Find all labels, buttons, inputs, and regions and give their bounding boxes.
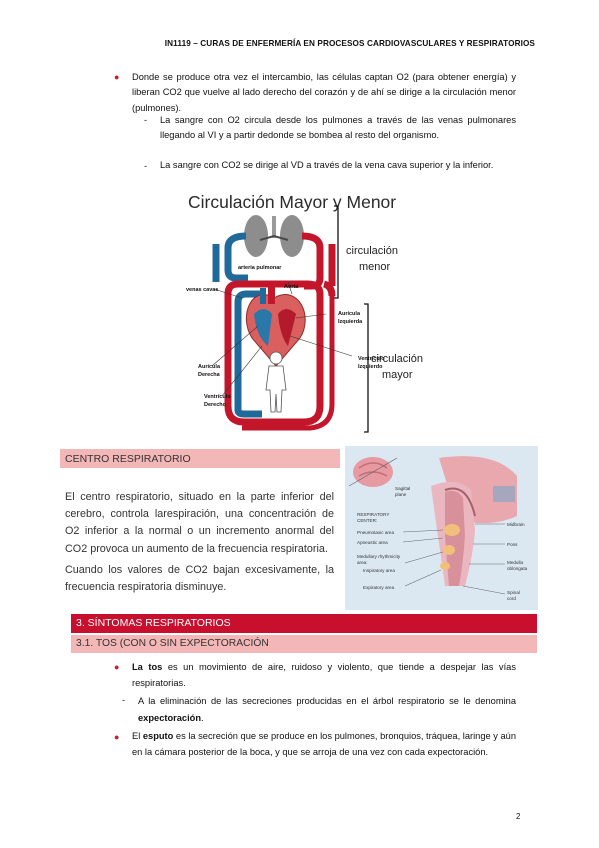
- bullet-marker: ●: [114, 72, 120, 82]
- label-respiratory-center-2: CENTER:: [357, 518, 377, 523]
- label-midbrain: Midbrain: [507, 522, 525, 527]
- tos-text: es un movimiento de aire, ruidoso y viol…: [132, 662, 516, 688]
- label-inspiratory: Inspiratory area: [363, 568, 395, 573]
- label-circulacion-mayor-2: mayor: [382, 369, 413, 381]
- label-auricula-izquierda: Aurícula: [338, 311, 361, 317]
- label-arteria-pulmonar: arteria pulmonar: [238, 265, 282, 271]
- label-ventriculo-derecho: Ventrículo: [204, 394, 231, 400]
- label-medullary-2: area:: [357, 560, 367, 565]
- label-aorta: Aorta: [284, 284, 299, 290]
- label-pons: Pons: [507, 542, 518, 547]
- brain-thumbnail: [348, 457, 398, 487]
- circulation-title: Circulación Mayor y Menor: [188, 192, 396, 212]
- esputo-prefix: El: [132, 731, 143, 741]
- centro-paragraph-1: El centro respiratorio, situado en la pa…: [65, 491, 334, 555]
- bullet-marker: ●: [114, 662, 120, 672]
- expectoracion-term: expectoración: [138, 713, 202, 723]
- dash-marker: -: [144, 115, 148, 125]
- brainstem-illustration: [431, 456, 517, 586]
- section-3-1-bar: [71, 635, 537, 653]
- label-expiratory: Expiratory area: [363, 585, 395, 590]
- label-ventriculo-izquierdo-2: Izquierdo: [358, 364, 383, 370]
- label-auricula-izquierda-2: Izquierda: [338, 319, 363, 325]
- pulmonary-artery-vessel: [224, 232, 248, 282]
- label-medulla-2: oblongata: [507, 566, 528, 571]
- centro-heading: CENTRO RESPIRATORIO: [65, 453, 191, 465]
- label-ventriculo-izquierdo: Ventrículo: [358, 356, 385, 362]
- circulation-diagram: Circulación Mayor y Menor arteri: [186, 192, 423, 433]
- pulmonary-vein-vessel: [301, 232, 324, 290]
- label-circulacion-mayor: circulación: [371, 353, 423, 365]
- intro-dash-2: La sangre con CO2 se dirige al VD a trav…: [160, 160, 494, 170]
- menor-bracket: [334, 205, 339, 299]
- systemic-artery-loop: [224, 280, 324, 426]
- tos-term: La tos: [132, 662, 163, 672]
- expectoracion-end: .: [201, 713, 204, 723]
- label-pneumotaxic: Pneumotaxic area: [357, 530, 394, 535]
- esputo-text: es la secreción que se produce en los pu…: [132, 731, 516, 758]
- expectoracion-text: A la eliminación de las secreciones prod…: [138, 696, 516, 706]
- label-sagittal-2: plane: [395, 492, 407, 497]
- human-silhouette: [265, 351, 287, 413]
- label-auricula-derecha: Aurícula: [198, 364, 221, 370]
- label-spinal-cord-2: cord: [507, 596, 516, 601]
- label-auricula-derecha-2: Derecha: [198, 372, 221, 378]
- label-circulacion-menor-2: menor: [359, 261, 391, 273]
- label-circulacion-menor: circulación: [346, 245, 398, 257]
- intro-paragraph: Donde se produce otra vez el intercambio…: [132, 72, 516, 113]
- label-spinal-cord: Spinal: [507, 590, 520, 595]
- section-3-1-title: 3.1. TOS (CON O SIN EXPECTORACIÓN: [76, 638, 269, 649]
- label-ventriculo-derecho-2: Derecho: [204, 402, 227, 408]
- label-medulla: Medulla: [507, 560, 524, 565]
- esputo-term: esputo: [142, 731, 174, 741]
- centro-paragraph-2: Cuando los valores de CO2 bajan excesiva…: [65, 564, 334, 594]
- section-3-title: 3. SÍNTOMAS RESPIRATORIOS: [76, 617, 231, 629]
- running-header: IN1119 – CURAS DE ENFERMERÍA EN PROCESOS…: [164, 39, 535, 48]
- systemic-vein-loop: [234, 302, 262, 418]
- label-medullary: Medullary rhythmicity: [357, 554, 401, 559]
- esputo-paragraph: El esputo es la secreción que se produce…: [132, 728, 516, 761]
- mayor-bracket: [364, 303, 369, 433]
- respiratory-center-diagram: Sagittal plane RESPIRATORY CENTER: Pneum…: [345, 446, 538, 610]
- expectoracion-paragraph: A la eliminación de las secreciones prod…: [138, 693, 516, 727]
- dash-marker: -: [122, 695, 126, 705]
- label-venas-cavas: venas cavas: [186, 287, 218, 293]
- intro-dash-1: La sangre con O2 circula desde los pulmo…: [160, 115, 516, 141]
- label-sagittal: Sagittal: [395, 486, 410, 491]
- dash-marker: -: [144, 161, 148, 171]
- bullet-marker: ●: [114, 732, 120, 742]
- section-3-bar: [71, 614, 537, 633]
- tos-paragraph: La tos es un movimiento de aire, ruidoso…: [132, 659, 516, 691]
- lungs-illustration: [244, 215, 304, 257]
- label-respiratory-center: RESPIRATORY: [357, 512, 389, 517]
- label-apneustic: Apneustic area: [357, 540, 388, 545]
- page-number: 2: [516, 812, 521, 821]
- centro-heading-bar: [60, 449, 340, 468]
